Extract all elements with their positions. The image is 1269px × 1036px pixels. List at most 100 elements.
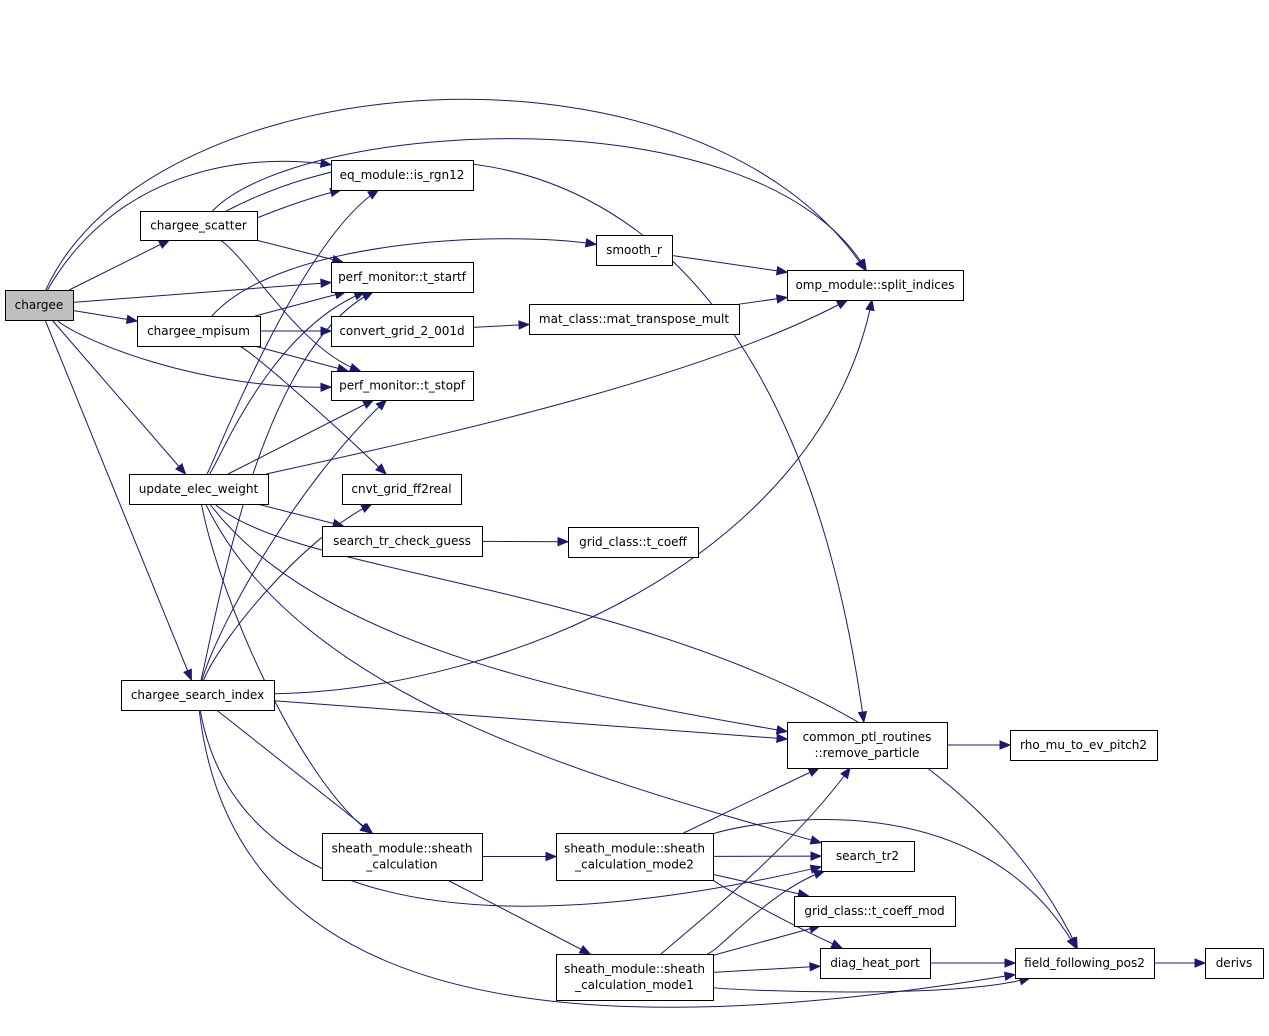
edge-line (214, 503, 1078, 949)
node-sheath-mode2[interactable]: sheath_module::sheath_calculation_mode2 (556, 833, 714, 881)
edge-line (47, 160, 332, 291)
node-search-tr2[interactable]: search_tr2 (821, 841, 915, 872)
edge-chargee-to-chargee-search-index (44, 319, 192, 682)
edge-chargee-search-index-to-cnvt-grid (203, 503, 373, 681)
node-t-coeff-mod[interactable]: grid_class::t_coeff_mod (794, 896, 956, 927)
edge-line (712, 977, 1031, 993)
edge-chargee-to-split-indices (45, 98, 866, 291)
node-is-rgn12[interactable]: eq_module::is_rgn12 (331, 160, 474, 191)
node-split-indices[interactable]: omp_module::split_indices (787, 270, 964, 301)
node-box (121, 680, 275, 711)
node-label: search_tr2 (836, 849, 899, 863)
node-diag-heat-port[interactable]: diag_heat_port (820, 948, 931, 979)
edge-update-elec-weight-to-is-rgn12 (206, 189, 380, 475)
edge-line (72, 281, 332, 303)
node-chargee[interactable]: chargee (5, 290, 74, 321)
node-box (137, 316, 261, 347)
edge-arrowhead (775, 266, 789, 276)
edge-convert-grid-to-mat-transpose (472, 320, 531, 330)
edge-arrowhead (830, 939, 844, 949)
edge-diag-heat-port-to-field-following (930, 958, 1017, 968)
node-label: chargee_search_index (131, 688, 264, 702)
edge-arrowhead (813, 869, 826, 879)
edge-line (227, 399, 374, 475)
node-t-stopf[interactable]: perf_monitor::t_stopf (331, 371, 474, 401)
edge-arrowhead (1004, 958, 1017, 968)
edge-chargee-search-index-to-remove-particle (273, 700, 789, 743)
edge-line (712, 873, 809, 897)
node-chargee-scatter[interactable]: chargee_scatter (140, 211, 258, 241)
node-box (129, 474, 269, 505)
edge-chargee-to-t-startf (72, 278, 333, 303)
node-box (556, 833, 714, 881)
edge-sheath-mode1-to-t-coeff-mod (712, 924, 822, 956)
node-label: rho_mu_to_ev_pitch2 (1020, 738, 1147, 752)
edge-line (660, 767, 851, 955)
edge-sheath-mode1-to-search-tr2 (707, 869, 826, 955)
node-remove-particle[interactable]: common_ptl_routines::remove_particle (787, 722, 948, 769)
edge-update-elec-weight-to-remove-particle (209, 503, 789, 735)
edge-arrowhead (809, 835, 823, 845)
node-label: search_tr_check_guess (333, 534, 471, 548)
node-field-following[interactable]: field_following_pos2 (1015, 948, 1155, 979)
edge-arrowhead (999, 740, 1012, 750)
edge-chargee-to-update-elec-weight (51, 319, 187, 476)
edge-line (211, 238, 597, 317)
edge-chargee-mpisum-to-convert-grid (260, 326, 333, 336)
edge-arrowhead (857, 710, 868, 724)
node-box (529, 304, 740, 335)
edge-mat-transpose-to-split-indices (738, 294, 789, 305)
node-chargee-mpisum[interactable]: chargee_mpisum (137, 316, 261, 347)
node-sheath-calc[interactable]: sheath_module::sheath_calculation (322, 833, 483, 881)
node-update-elec-weight[interactable]: update_elec_weight (129, 474, 269, 505)
node-t-startf[interactable]: perf_monitor::t_startf (331, 262, 474, 293)
node-label: convert_grid_2_001d (339, 324, 464, 338)
node-label: sheath_module::sheath (332, 842, 473, 856)
edge-line (712, 965, 821, 973)
node-label: omp_module::split_indices (795, 278, 954, 292)
node-label: chargee_scatter (150, 219, 247, 233)
edge-chargee-scatter-to-remove-particle (226, 160, 868, 724)
edge-arrowhead (865, 298, 875, 312)
edge-arrowhead (578, 944, 592, 955)
node-box (794, 896, 956, 927)
edge-line (209, 291, 365, 475)
node-box (331, 262, 474, 293)
node-box (596, 235, 673, 266)
node-mat-transpose[interactable]: mat_class::mat_transpose_mult (529, 304, 740, 335)
node-label: sheath_module::sheath (564, 962, 705, 976)
node-smooth-r[interactable]: smooth_r (596, 235, 673, 266)
edge-chargee-mpisum-to-cnvt-grid (238, 345, 387, 475)
node-box (556, 954, 714, 1001)
node-chargee-search-index[interactable]: chargee_search_index (121, 680, 275, 711)
node-convert-grid[interactable]: convert_grid_2_001d (331, 316, 474, 347)
edge-arrowhead (807, 767, 821, 777)
edge-arrowhead (360, 503, 373, 513)
edge-chargee-scatter-to-t-stopf (219, 239, 362, 373)
node-sheath-mode1[interactable]: sheath_module::sheath_calculation_mode1 (556, 954, 714, 1001)
node-label: field_following_pos2 (1024, 956, 1145, 970)
edge-update-elec-weight-to-t-stopf (227, 399, 375, 475)
node-label: _calculation_mode1 (574, 978, 694, 992)
edge-sheath-mode2-to-field-following (712, 819, 1077, 950)
edge-line (226, 160, 865, 723)
edge-line (198, 709, 1016, 1008)
node-label: _calculation_mode2 (574, 858, 694, 872)
node-grid-t-coeff[interactable]: grid_class::t_coeff (568, 527, 699, 558)
node-search-tr-check[interactable]: search_tr_check_guess (322, 526, 483, 557)
edge-update-elec-weight-to-t-startf (209, 291, 366, 475)
node-label: grid_class::t_coeff_mod (804, 904, 944, 918)
edge-line (203, 503, 372, 681)
node-box (568, 527, 699, 558)
node-label: sheath_module::sheath (564, 842, 705, 856)
edge-arrowhead (361, 399, 375, 409)
edge-arrowhead (776, 733, 789, 743)
node-cnvt-grid[interactable]: cnvt_grid_ff2real (342, 474, 462, 505)
edge-line (273, 700, 788, 740)
edge-chargee-mpisum-to-t-stopf (254, 345, 350, 373)
node-derivs[interactable]: derivs (1205, 948, 1264, 979)
edge-line (683, 767, 820, 834)
edge-arrowhead (175, 462, 187, 476)
edge-chargee-mpisum-to-smooth-r (211, 238, 598, 317)
node-rho-mu[interactable]: rho_mu_to_ev_pitch2 (1010, 730, 1158, 761)
